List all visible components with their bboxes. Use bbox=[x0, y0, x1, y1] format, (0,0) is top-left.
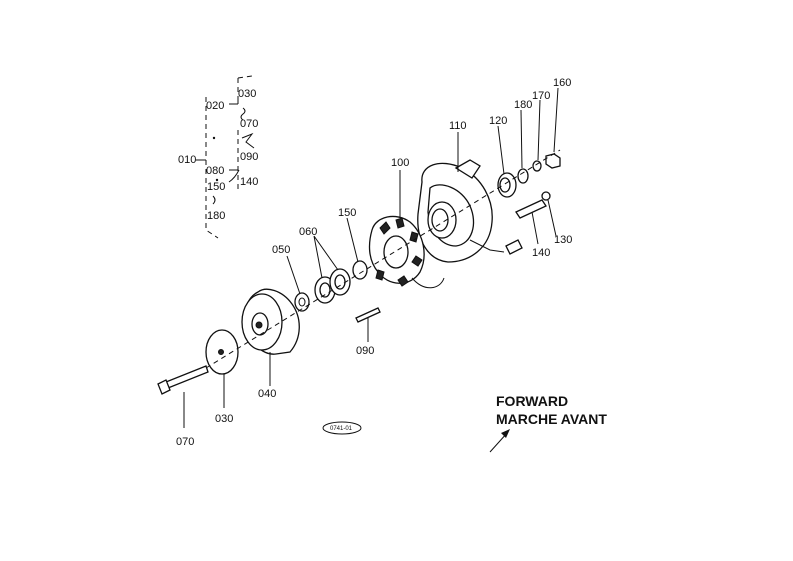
callout-120: 120 bbox=[489, 115, 507, 127]
callout-090: 090 bbox=[240, 151, 258, 163]
spacer-150 bbox=[352, 260, 368, 280]
assembly-hierarchy: 010 020 030 070 080 090 140 150 180 bbox=[178, 75, 258, 239]
callout-160: 160 bbox=[553, 77, 571, 89]
nut-160 bbox=[545, 153, 561, 169]
callout-010: 010 bbox=[178, 154, 196, 166]
arrow-northeast-icon bbox=[489, 429, 510, 453]
callout-050: 050 bbox=[272, 244, 290, 256]
axis-line bbox=[205, 149, 561, 369]
callout-180b: 180 bbox=[514, 99, 532, 111]
callout-150b: 150 bbox=[338, 207, 356, 219]
screw-130 bbox=[541, 191, 551, 201]
callout-060: 060 bbox=[299, 226, 317, 238]
callout-180: 180 bbox=[207, 210, 225, 222]
callout-110: 110 bbox=[449, 120, 467, 132]
washer-050 bbox=[294, 292, 310, 312]
washer-030 bbox=[205, 329, 239, 375]
bolt-070 bbox=[157, 365, 209, 395]
bolt-090 bbox=[355, 307, 381, 323]
direction-indicator: FORWARD MARCHE AVANT bbox=[489, 393, 607, 453]
bearing-120 bbox=[497, 172, 517, 198]
callout-140: 140 bbox=[240, 176, 258, 188]
stamp-text: 0741-01 bbox=[330, 426, 353, 432]
callout-140b: 140 bbox=[532, 247, 550, 259]
washer-180 bbox=[517, 168, 529, 184]
callout-040: 040 bbox=[258, 388, 276, 400]
callout-070: 070 bbox=[240, 118, 258, 130]
bearing-060 bbox=[314, 268, 351, 304]
drawing-stamp: 0741-01 bbox=[322, 421, 362, 435]
stator-part bbox=[368, 215, 445, 289]
forward-label: FORWARD bbox=[496, 393, 568, 409]
flywheel-part bbox=[241, 288, 300, 355]
callout-030: 030 bbox=[238, 88, 256, 100]
callout-090b: 090 bbox=[356, 345, 374, 357]
callout-100: 100 bbox=[391, 157, 409, 169]
callout-080: 080 bbox=[206, 165, 224, 177]
housing-part bbox=[417, 159, 523, 263]
callout-150: 150 bbox=[207, 181, 225, 193]
callout-030b: 030 bbox=[215, 413, 233, 425]
bolt-140 bbox=[515, 199, 547, 219]
callout-170: 170 bbox=[532, 90, 550, 102]
callouts-right: 100 110 120 180 170 160 150 060 050 130 … bbox=[176, 77, 572, 448]
callout-020: 020 bbox=[206, 100, 224, 112]
callout-070b: 070 bbox=[176, 436, 194, 448]
marche-avant-label: MARCHE AVANT bbox=[496, 411, 607, 427]
callout-130: 130 bbox=[554, 234, 572, 246]
